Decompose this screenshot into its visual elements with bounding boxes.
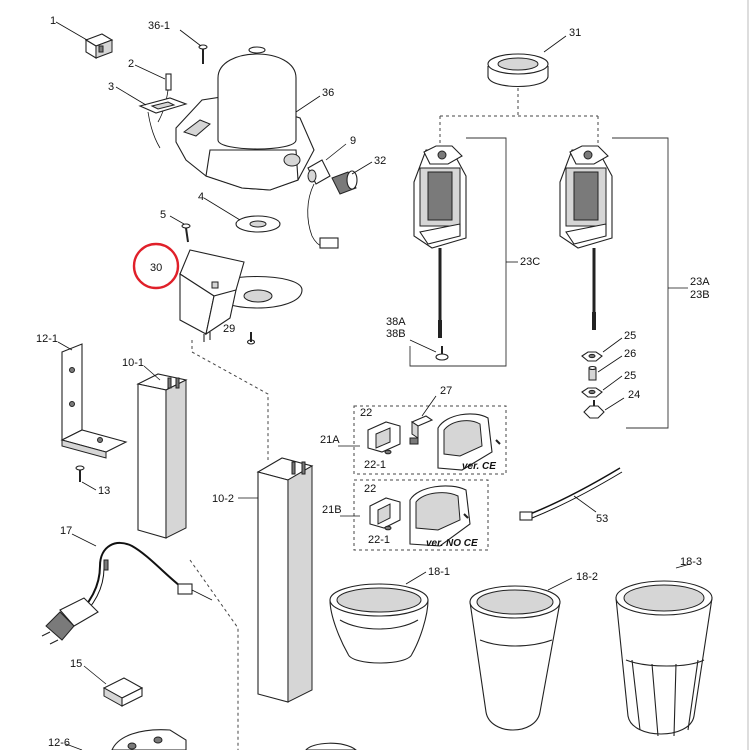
bracket-23a — [612, 137, 669, 429]
label-12-6: 12-6 — [48, 737, 70, 749]
label-53: 53 — [596, 513, 608, 525]
label-5: 5 — [160, 209, 166, 221]
ring-to-motor-link — [439, 88, 599, 148]
label-1: 1 — [50, 15, 56, 27]
label-25-lower: 25 — [624, 370, 636, 382]
label-22-1-a: 22-1 — [364, 459, 386, 471]
bracket-23c — [409, 137, 507, 367]
part-10-2-column[interactable] — [238, 457, 314, 703]
part-25-nut-lower[interactable] — [581, 375, 623, 398]
part-10-1-column[interactable] — [136, 365, 188, 539]
part-31-ring[interactable] — [487, 35, 567, 88]
part-30-bracket[interactable] — [179, 249, 303, 342]
part-4-washer[interactable] — [203, 197, 281, 233]
part-18-3-cup[interactable] — [615, 563, 713, 737]
part-36-1-screw[interactable] — [179, 29, 208, 64]
part-22-holder-a[interactable] — [367, 421, 401, 455]
label-4: 4 — [198, 191, 204, 203]
part-12-6[interactable] — [65, 729, 187, 751]
label-18-2: 18-2 — [576, 571, 598, 583]
label-9: 9 — [350, 135, 356, 147]
label-15: 15 — [70, 658, 82, 670]
label-21b: 21B — [322, 504, 342, 516]
label-27: 27 — [440, 385, 452, 397]
label-29: 29 — [223, 323, 235, 335]
part-21a-plate[interactable] — [437, 413, 501, 471]
part-24-drive[interactable] — [583, 397, 625, 419]
label-24: 24 — [628, 389, 640, 401]
label-17: 17 — [60, 525, 72, 537]
label-31: 31 — [569, 27, 581, 39]
note-ver-ce: ver. CE — [462, 461, 496, 472]
label-10-2: 10-2 — [212, 493, 234, 505]
label-32: 32 — [374, 155, 386, 167]
label-36-1: 36-1 — [148, 20, 170, 32]
part-9-potentiometer[interactable] — [307, 143, 347, 249]
group-21b-frame — [353, 479, 489, 551]
part-29-screw[interactable] — [246, 332, 256, 345]
part-25-nut-upper[interactable] — [581, 337, 623, 362]
part-23a-motor[interactable] — [559, 145, 613, 330]
part-bottom-cut — [304, 742, 358, 751]
part-17-cord[interactable] — [41, 533, 213, 645]
label-38b: 38B — [386, 328, 406, 340]
guide-30-to-10-2 — [191, 340, 269, 460]
label-25-upper: 25 — [624, 330, 636, 342]
label-23a: 23A — [690, 276, 710, 288]
part-15-switch[interactable] — [83, 665, 144, 707]
part-32-knob[interactable] — [331, 161, 373, 195]
label-22-a: 22 — [360, 407, 372, 419]
part-38-nut[interactable] — [409, 339, 449, 361]
label-22-1-b: 22-1 — [368, 534, 390, 546]
part-21b-plate[interactable] — [409, 485, 471, 547]
label-21a: 21A — [320, 434, 340, 446]
label-22-b: 22 — [364, 483, 376, 495]
note-ver-no-ce: ver. NO CE — [426, 538, 478, 549]
label-10-1: 10-1 — [122, 357, 144, 369]
part-1-switch[interactable] — [55, 21, 114, 59]
part-53-cable-tie[interactable] — [519, 467, 623, 521]
label-18-3: 18-3 — [680, 556, 702, 568]
part-36-housing[interactable] — [175, 46, 321, 191]
part-27-microswitch[interactable] — [409, 395, 437, 445]
label-2: 2 — [128, 58, 134, 70]
part-18-1-cup[interactable] — [329, 571, 429, 664]
label-23b: 23B — [690, 289, 710, 301]
label-38a: 38A — [386, 316, 406, 328]
highlight-circle — [132, 242, 180, 290]
part-22-holder-b[interactable] — [369, 497, 401, 531]
part-12-1-bracket[interactable] — [57, 341, 128, 459]
label-26: 26 — [624, 348, 636, 360]
label-3: 3 — [108, 81, 114, 93]
label-18-1: 18-1 — [428, 566, 450, 578]
part-2-connector[interactable] — [134, 64, 172, 123]
label-23c: 23C — [520, 256, 540, 268]
label-36: 36 — [322, 87, 334, 99]
part-3-gasket[interactable] — [115, 86, 188, 149]
guide-down — [189, 559, 239, 750]
part-5-screw[interactable] — [169, 215, 191, 243]
group-21a-frame — [353, 405, 507, 475]
part-23c-motor[interactable] — [413, 145, 467, 338]
label-12-1: 12-1 — [36, 333, 58, 345]
part-13-screw[interactable] — [75, 465, 97, 491]
label-13: 13 — [98, 485, 110, 497]
part-18-2-cup[interactable] — [469, 577, 573, 731]
part-26-spacer[interactable] — [588, 355, 623, 381]
label-30: 30 — [150, 262, 162, 274]
